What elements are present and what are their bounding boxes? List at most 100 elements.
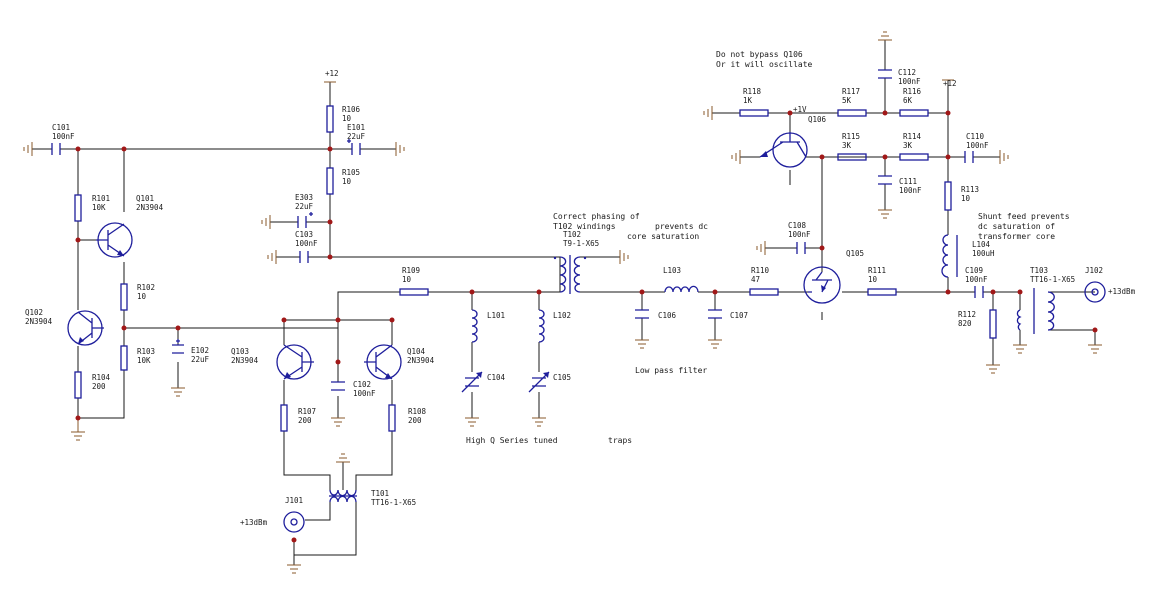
r113-ref: R113: [961, 185, 979, 194]
c106-ref: C106: [658, 311, 677, 320]
r103-ref: R103: [137, 347, 155, 356]
q104-value: 2N3904: [407, 356, 435, 365]
r106-value: 10: [342, 114, 352, 123]
r112: [989, 309, 997, 339]
gnd-c107: [708, 339, 722, 349]
shunt-note-line1: Shunt feed prevents: [978, 212, 1070, 221]
r104: [74, 371, 82, 399]
j101-connector: [283, 511, 305, 533]
r114-ref: R114: [903, 132, 922, 141]
r111: [867, 288, 897, 296]
q106: [759, 132, 808, 168]
r115-value: 3K: [842, 141, 852, 150]
r117: [837, 109, 867, 117]
c105-ref: C105: [553, 373, 571, 382]
r114-value: 3K: [903, 141, 913, 150]
connectors: [283, 281, 1106, 533]
t103-primary: [1016, 309, 1022, 331]
t101-value: TT16-1-X65: [371, 498, 416, 507]
r113: [944, 181, 952, 211]
c108: [796, 242, 806, 254]
component-labels: C101 100nF R101 10K Q101 2N3904 R102 10 …: [25, 68, 1136, 527]
c110-ref: C110: [966, 132, 985, 141]
r118-ref: R118: [743, 87, 762, 96]
gnd-r104: [71, 418, 85, 441]
q103: [276, 344, 314, 380]
c104-arrow-icon: [476, 372, 482, 378]
r110-value: 47: [751, 275, 760, 284]
r115: [837, 153, 867, 161]
q104-arrow-icon: [385, 373, 392, 379]
gnd-t102: [619, 250, 629, 264]
r107-value: 200: [298, 416, 312, 425]
r109: [399, 288, 429, 296]
t101-primary: [329, 489, 357, 497]
r102-value: 10: [137, 292, 147, 301]
r108: [388, 404, 396, 432]
c101-ref: C101: [52, 123, 70, 132]
l101: [471, 309, 478, 343]
phasing-note-line2: T102 windings: [553, 222, 616, 231]
gnd-c108: [756, 241, 766, 255]
r104-ref: R104: [92, 373, 111, 382]
t102-ref: T102: [563, 230, 581, 239]
j102-ref: J102: [1085, 266, 1103, 275]
r116-value: 6K: [903, 96, 913, 105]
capacitors: [51, 69, 984, 393]
e102-value: 22uF: [191, 355, 210, 364]
q103-arrow-icon: [284, 372, 291, 379]
c101: [51, 143, 61, 155]
l102-ref: L102: [553, 311, 571, 320]
c102-value: 100nF: [353, 389, 376, 398]
gnd-c111: [878, 209, 892, 219]
c110: [964, 151, 974, 163]
l104: [941, 234, 949, 278]
r116: [899, 109, 929, 117]
q105-ref: Q105: [846, 249, 864, 258]
gnd-r118: [703, 106, 713, 120]
e101-ref: E101: [347, 123, 365, 132]
c102-ref: C102: [353, 380, 371, 389]
r105-value: 10: [342, 177, 352, 186]
t102-value: T9-1-X65: [563, 239, 599, 248]
q105-arrow-icon: [821, 285, 826, 292]
c104-ref: C104: [487, 373, 506, 382]
j101-level: +13dBm: [240, 518, 268, 527]
r109-value: 10: [402, 275, 412, 284]
r118-value: 1K: [743, 96, 753, 105]
q103-ref: Q103: [231, 347, 249, 356]
q101-value: 2N3904: [136, 203, 164, 212]
junctions: [75, 110, 1098, 543]
c112-ref: C112: [898, 68, 916, 77]
r118: [739, 109, 769, 117]
t103-ref: T103: [1030, 266, 1048, 275]
c107-ref: C107: [730, 311, 748, 320]
c112: [878, 69, 892, 79]
gnd-c112: [878, 31, 892, 41]
q102: [67, 310, 104, 346]
l104-value: 100uH: [972, 249, 995, 258]
r105-ref: R105: [342, 168, 360, 177]
c111: [878, 175, 892, 185]
r112-ref: R112: [958, 310, 976, 319]
c105-arrow-icon: [543, 372, 549, 378]
r101-ref: R101: [92, 194, 110, 203]
wires: [32, 40, 1096, 565]
t101-secondary: [329, 495, 357, 503]
gnd-c101: [23, 142, 33, 156]
e303-value: 22uF: [295, 202, 314, 211]
r106-ref: R106: [342, 105, 361, 114]
r103: [120, 345, 128, 371]
r111-value: 10: [868, 275, 878, 284]
l104-ref: L104: [972, 240, 991, 249]
gnd-q106: [731, 150, 741, 164]
shunt-note-line3: transformer core: [978, 232, 1055, 241]
q104: [364, 344, 402, 380]
ground-symbols: [23, 31, 1102, 574]
gnd-t103: [1013, 344, 1027, 354]
q101-ref: Q101: [136, 194, 154, 203]
q104-ref: Q104: [407, 347, 426, 356]
gnd-r112: [986, 364, 1000, 374]
c106: [635, 309, 649, 319]
shunt-note-line2: dc saturation of: [978, 222, 1055, 231]
